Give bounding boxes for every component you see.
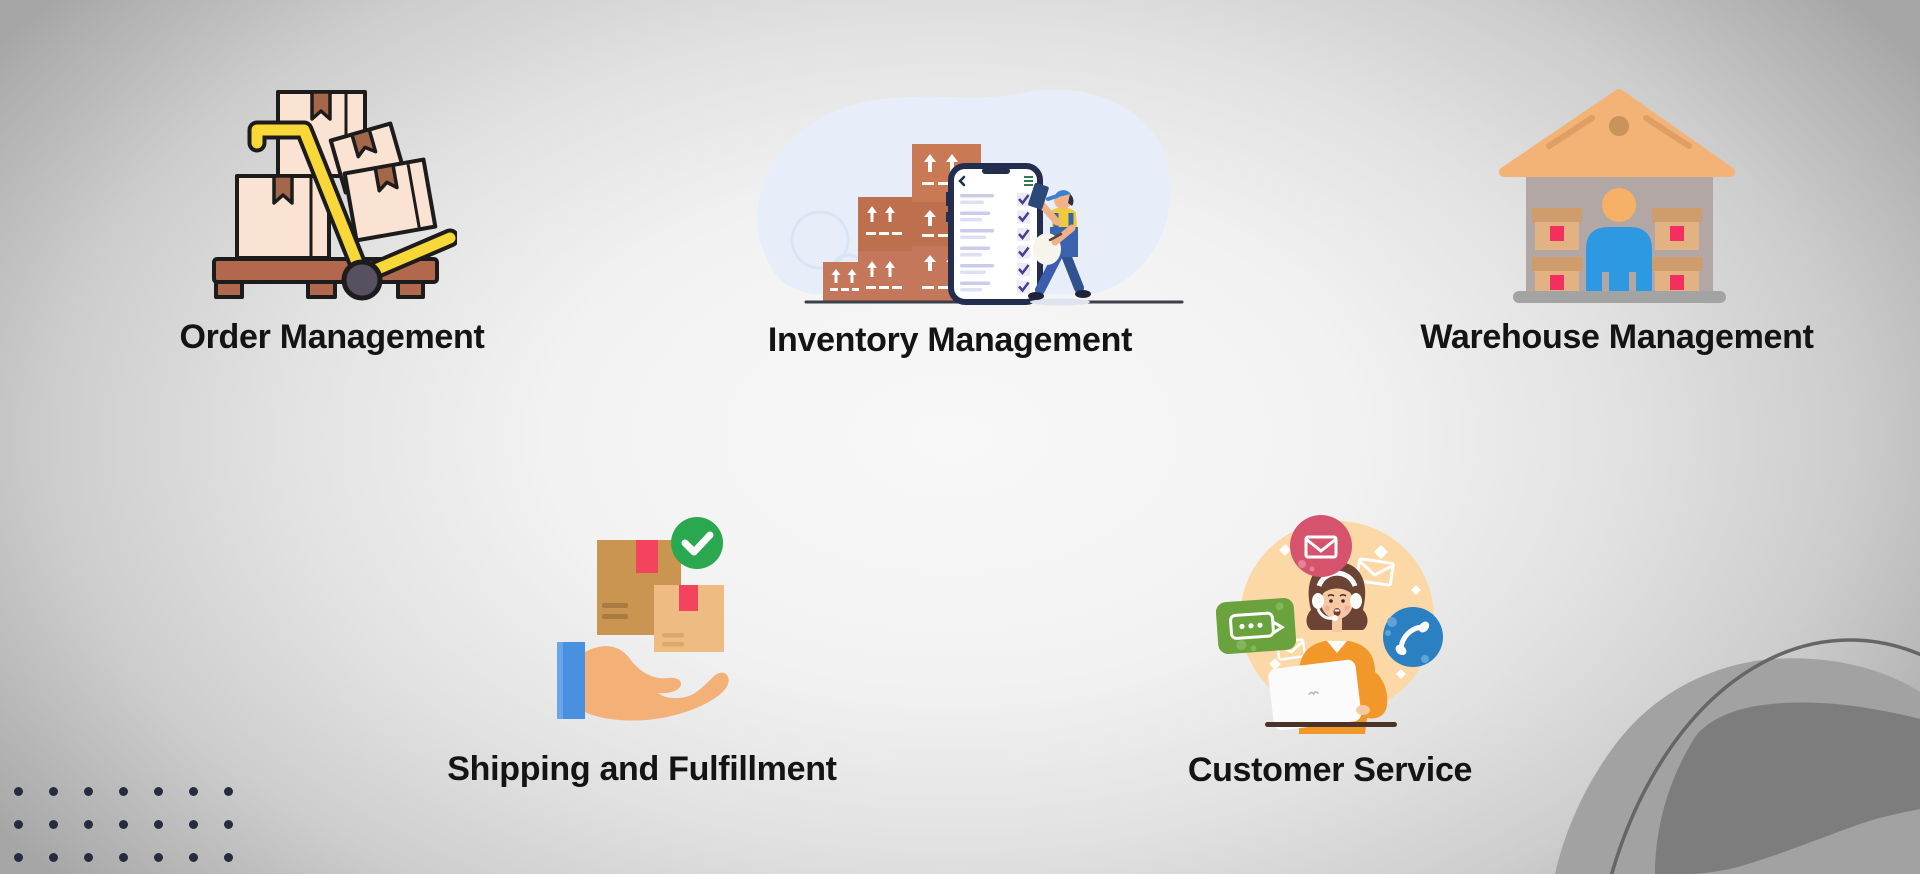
headset-icon	[1316, 570, 1358, 587]
feature-label: Warehouse Management	[1420, 318, 1814, 356]
dot	[189, 787, 198, 796]
dot	[84, 853, 93, 862]
hand-holding-packages-check-icon	[557, 517, 729, 721]
dot	[154, 853, 163, 862]
dot	[154, 820, 163, 829]
stock-boxes-checklist-phone-worker-icon	[757, 89, 1184, 306]
feature-warehouse-management: Warehouse Management	[1387, 86, 1847, 356]
feature-label: Inventory Management	[767, 321, 1133, 359]
dot	[119, 853, 128, 862]
dot-grid	[14, 787, 233, 862]
dot	[224, 820, 233, 829]
feature-shipping-fulfillment: Shipping and Fulfillment	[412, 512, 872, 788]
corner-blob-decoration	[1555, 638, 1920, 874]
feature-label: Customer Service	[1187, 751, 1473, 789]
dot	[189, 820, 198, 829]
feature-label: Order Management	[179, 318, 485, 356]
dot	[49, 787, 58, 796]
dot	[14, 853, 23, 862]
dot	[119, 820, 128, 829]
dot	[14, 820, 23, 829]
support-agent-headset-icon	[1215, 515, 1443, 734]
email-bubble-icon	[1290, 515, 1352, 577]
dot	[49, 820, 58, 829]
dot	[189, 853, 198, 862]
dot	[49, 853, 58, 862]
chat-bubble-icon	[1215, 598, 1297, 654]
feature-customer-service: Customer Service	[1100, 512, 1560, 789]
hand-truck-with-boxes-icon	[212, 90, 457, 301]
dot	[84, 787, 93, 796]
phone-bubble-icon	[1383, 607, 1443, 667]
dot	[154, 787, 163, 796]
warehouse-building-icon	[1499, 89, 1735, 303]
feature-inventory-management: Inventory Management	[700, 72, 1200, 359]
feature-order-management: Order Management	[102, 85, 562, 356]
dot	[224, 853, 233, 862]
dot	[119, 787, 128, 796]
feature-label: Shipping and Fulfillment	[447, 750, 837, 788]
dot	[84, 820, 93, 829]
dot	[14, 787, 23, 796]
dot	[224, 787, 233, 796]
